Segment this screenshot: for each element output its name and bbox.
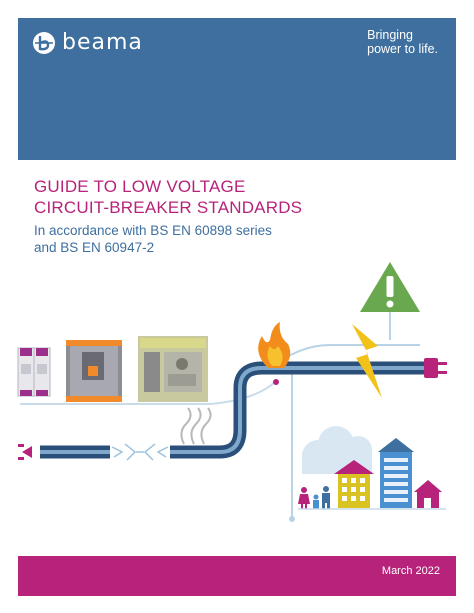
- arrow-left-icon: [18, 444, 32, 460]
- spark-icon: [111, 443, 169, 461]
- mccb-breaker-icon: [66, 340, 122, 402]
- plug-icon: [424, 358, 447, 378]
- connector-dot: [273, 379, 279, 385]
- fire-icon: [258, 322, 291, 368]
- subtitle-line-1: In accordance with BS EN 60898 series: [34, 223, 272, 238]
- connector-dot: [289, 516, 295, 522]
- subtitle-line-2: and BS EN 60947-2: [34, 240, 155, 255]
- family-icon: [298, 486, 330, 509]
- header-banner: beama Bringing power to life.: [18, 18, 456, 160]
- tagline: Bringing power to life.: [367, 28, 438, 56]
- beama-logo: beama: [32, 30, 143, 55]
- cover-illustration: [17, 262, 447, 522]
- document-subtitle: In accordance with BS EN 60898 series an…: [34, 222, 272, 256]
- warning-icon: [360, 262, 420, 312]
- publication-date: March 2022: [381, 565, 440, 577]
- mcb-breaker-icon: [17, 347, 51, 397]
- main-cable-highlight: [200, 366, 428, 454]
- logo-wordmark: beama: [62, 30, 143, 55]
- document-title: GUIDE TO LOW VOLTAGE CIRCUIT-BREAKER STA…: [34, 176, 302, 218]
- tower-building-icon: [378, 438, 414, 508]
- title-line-1: GUIDE TO LOW VOLTAGE: [34, 177, 246, 196]
- tagline-line-2: power to life.: [367, 42, 438, 56]
- footer-banner: March 2022: [18, 556, 456, 596]
- title-line-2: CIRCUIT-BREAKER STANDARDS: [34, 198, 303, 217]
- main-cable: [200, 361, 428, 459]
- acb-breaker-icon: [138, 336, 208, 402]
- beama-logo-icon: [33, 31, 55, 54]
- house-icon: [414, 480, 442, 508]
- tagline-line-1: Bringing: [367, 28, 413, 42]
- lightning-icon: [352, 324, 382, 398]
- smoke-icon: [180, 407, 212, 445]
- apartment-building-icon: [334, 460, 374, 508]
